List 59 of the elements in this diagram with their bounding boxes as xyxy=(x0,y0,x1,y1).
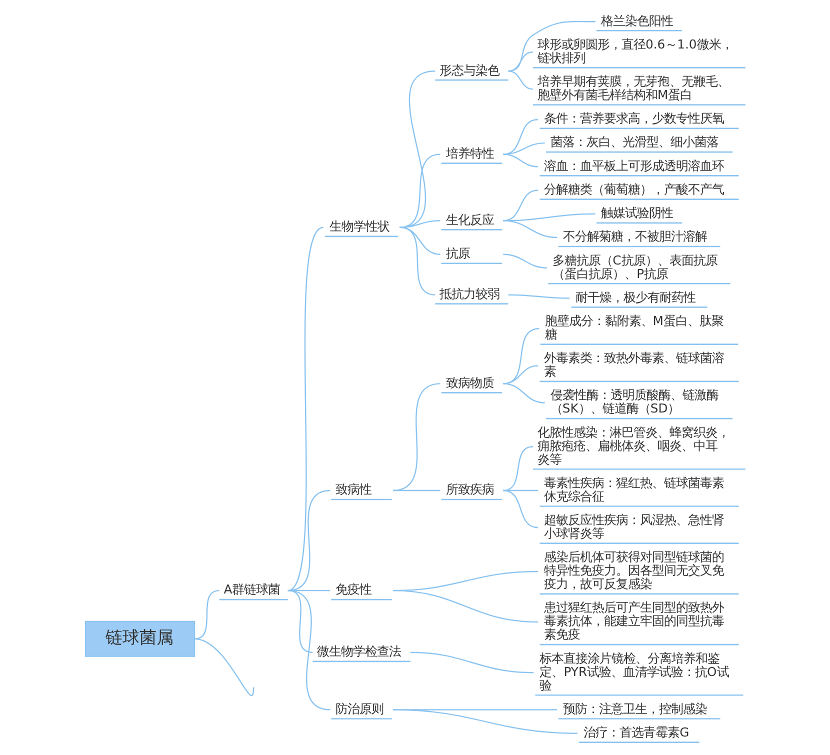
node-text: 抵抗力较弱 xyxy=(439,287,500,302)
connector xyxy=(502,142,544,155)
node-text: 多糖抗原（C抗原）、表面抗原（蛋白抗原）、P抗原 xyxy=(552,253,717,281)
connector xyxy=(392,490,440,492)
node-text: 致病物质 xyxy=(445,376,494,390)
connector xyxy=(286,226,324,592)
node-text: 超敏反应性疾病：风湿热、急性肾小球肾炎等 xyxy=(544,513,724,540)
connector xyxy=(392,709,577,734)
node-text: 抗原 xyxy=(445,246,470,261)
connector xyxy=(392,383,440,492)
node-text: 毒素性疾病：猩红热、链球菌毒素休克综合征 xyxy=(544,476,724,504)
node-text: 不分解菊糖，不被胆汁溶解 xyxy=(562,230,706,244)
node-text: 化脓性感染：淋巴管炎、蜂窝织炎，痈脓疱疮、扁桃体炎、咽炎、中耳炎等 xyxy=(536,425,729,466)
node-text: 致病性 xyxy=(335,482,372,497)
node-text: 培养特性 xyxy=(445,146,494,160)
connector xyxy=(194,590,219,640)
node-text: 条件：营养要求高，少数专性厌氧 xyxy=(544,112,724,126)
node-text: A群链球菌 xyxy=(223,582,280,597)
node-text: 菌落：灰白、光滑型、细小菌落 xyxy=(550,135,718,150)
connector xyxy=(508,294,570,299)
connector xyxy=(399,154,440,228)
node-text: 患过猩红热后可产生同型的致热外毒素抗体，能建立牢固的同型抗毒素免疫 xyxy=(544,600,724,642)
node-text: 分解糖类（葡萄糖），产酸不产气 xyxy=(544,182,724,196)
connector xyxy=(502,383,544,404)
connector xyxy=(399,226,435,296)
node-text: 侵袭性酶：透明质酸酶、链激酶（SK）、链道酶（SD） xyxy=(550,388,718,416)
connector xyxy=(502,490,538,528)
connector xyxy=(502,220,557,238)
connector xyxy=(508,20,595,72)
node-text: 感染后机体可获得对同型链球菌的特异性免疫力。因各型间无交叉免疫力，故可反复感染 xyxy=(544,550,724,592)
node-text: 免疫性 xyxy=(335,582,372,597)
node-text: 防治原则 xyxy=(335,702,384,716)
node-text: 耐干燥，极少有耐药性 xyxy=(575,290,696,304)
node-text: 触媒试验阴性 xyxy=(600,206,673,220)
node-text: 生物学性状 xyxy=(328,220,389,234)
node-text: 微生物学检查法 xyxy=(316,644,401,659)
node-text: 格兰染色阳性 xyxy=(600,14,673,28)
node-text: 外毒素类：致热外毒素、链球菌溶素 xyxy=(544,351,724,379)
node-text: 预防：注意卫生，控制感染 xyxy=(562,702,706,716)
node-text: 培养早期有荚膜，无芽孢、无鞭毛、胞壁外有菌毛样结构和M蛋白 xyxy=(536,74,729,102)
connector xyxy=(502,254,547,268)
node-text: 标本直接涂片镜检、分离培养和鉴定、PYR试验、血清学试验：抗O试验 xyxy=(539,651,728,692)
node-text: 所致疾病 xyxy=(445,482,494,497)
connector xyxy=(502,154,538,168)
node-text: 球形或卵圆形，直径0.6～1.0微米，链状排列 xyxy=(536,37,732,65)
connector xyxy=(392,590,538,623)
connector xyxy=(508,70,533,90)
connector xyxy=(410,652,534,674)
node-box: 链球菌属 xyxy=(84,620,195,657)
connector xyxy=(502,446,533,492)
connector xyxy=(287,590,330,710)
node-text: 形态与染色 xyxy=(439,63,500,78)
connector xyxy=(194,638,254,696)
node-text: 治疗：首选青霉素G xyxy=(583,726,689,740)
node-text: 生化反应 xyxy=(445,212,494,227)
node-text: 胞壁成分：黏附素、M蛋白、肽聚糖 xyxy=(544,314,723,342)
connector xyxy=(399,220,440,228)
node-text: 溶血：血平板上可形成透明溶血环 xyxy=(544,158,724,173)
connector xyxy=(508,51,533,72)
